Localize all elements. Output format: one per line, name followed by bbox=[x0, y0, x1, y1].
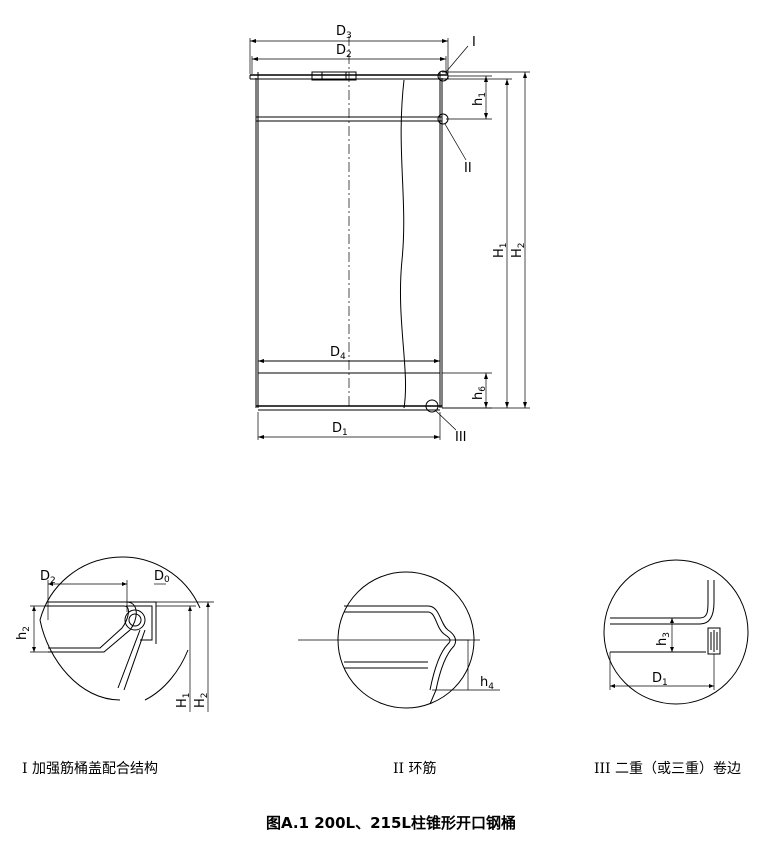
label-detail-h2: h2 bbox=[15, 626, 32, 640]
label-D4: D4 bbox=[330, 345, 346, 362]
label-detail-D0: D0 bbox=[154, 569, 170, 585]
label-D2: D2 bbox=[336, 43, 352, 60]
svg-text:H1: H1 bbox=[492, 242, 509, 258]
svg-text:H1: H1 bbox=[175, 692, 192, 708]
svg-text:h2: h2 bbox=[15, 626, 32, 640]
detail-2-rolling-hoop: h4 bbox=[298, 571, 500, 709]
label-detail-D1: D1 bbox=[652, 671, 668, 688]
label-roman-3: III bbox=[455, 430, 467, 445]
label-H1: H1 bbox=[492, 242, 509, 258]
detail-1-lid-fit: D2 D0 h2 H1 H2 bbox=[15, 556, 214, 712]
caption-detail-1: I 加强筋桶盖配合结构 bbox=[22, 761, 158, 777]
label-roman-2: II bbox=[464, 161, 472, 176]
label-h1: h1 bbox=[471, 92, 488, 106]
caption-detail-3: III 二重（或三重）卷边 bbox=[594, 761, 742, 777]
label-h6: h6 bbox=[471, 386, 488, 400]
svg-text:H2: H2 bbox=[193, 692, 210, 708]
label-detail-H2: H2 bbox=[193, 692, 210, 708]
label-roman-1: I bbox=[472, 35, 476, 50]
svg-text:h1: h1 bbox=[471, 92, 488, 106]
main-drum-view: D3 D2 D4 D1 I II III h1 h6 H1 H2 bbox=[249, 24, 530, 445]
detail-marker-3 bbox=[425, 399, 439, 413]
figure-title: 图A.1 200L、215L柱锥形开口钢桶 bbox=[266, 814, 516, 832]
svg-text:h6: h6 bbox=[471, 386, 488, 400]
label-D1: D1 bbox=[332, 421, 348, 438]
detail-3-double-seam: D1 h3 bbox=[603, 559, 749, 705]
label-detail-h4: h4 bbox=[480, 675, 494, 692]
label-H2: H2 bbox=[510, 242, 527, 258]
svg-text:h3: h3 bbox=[655, 632, 672, 646]
svg-text:H2: H2 bbox=[510, 242, 527, 258]
label-D3: D3 bbox=[336, 24, 352, 41]
label-detail-h3: h3 bbox=[655, 632, 672, 646]
lid-clamp bbox=[311, 71, 357, 81]
label-detail-H1: H1 bbox=[175, 692, 192, 708]
label-detail-D2: D2 bbox=[40, 569, 56, 586]
caption-detail-2: II 环筋 bbox=[393, 761, 437, 777]
